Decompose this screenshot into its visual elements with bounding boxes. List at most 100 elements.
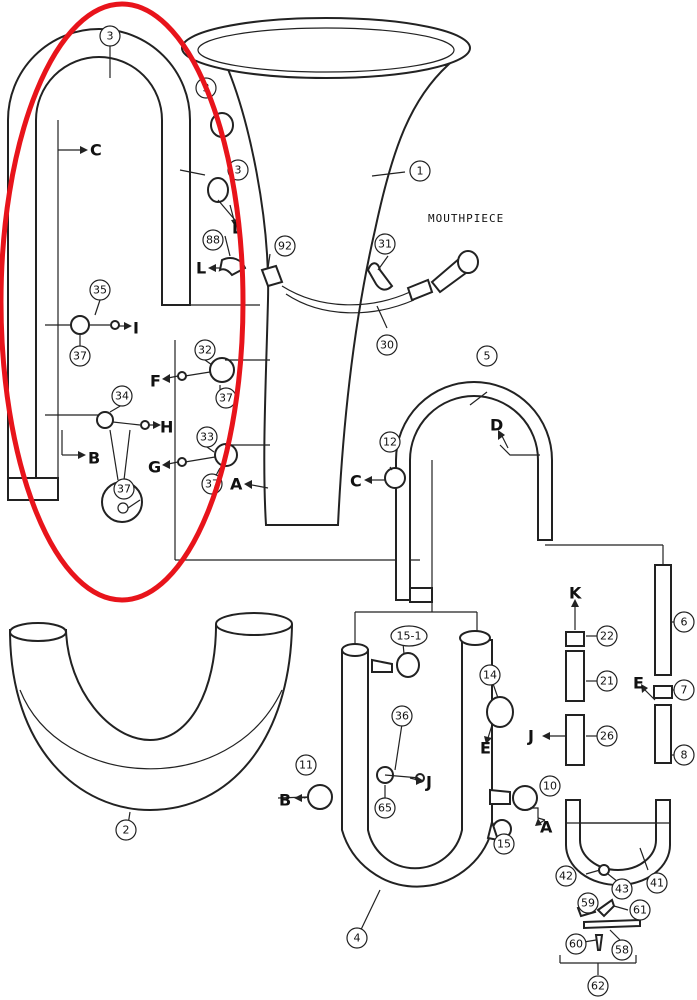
svg-text:41: 41 xyxy=(650,877,664,890)
letter-h: H xyxy=(160,418,173,437)
svg-text:8: 8 xyxy=(681,749,688,762)
letter-i: I xyxy=(133,319,139,338)
svg-text:11: 11 xyxy=(299,759,313,772)
callout-3a: 3 xyxy=(99,25,121,47)
callout-62: 62 xyxy=(587,975,609,997)
svg-text:5: 5 xyxy=(484,350,491,363)
callout-21: 21 xyxy=(596,670,618,692)
letter-d: D xyxy=(490,416,503,435)
svg-text:61: 61 xyxy=(633,904,647,917)
svg-text:32: 32 xyxy=(198,344,212,357)
callout-15-1: 15-1 xyxy=(390,625,428,647)
svg-text:7: 7 xyxy=(681,684,688,697)
callout-5: 5 xyxy=(476,345,498,367)
mouthpiece-label: MOUTHPIECE xyxy=(428,212,504,225)
callout-12: 12 xyxy=(379,431,401,453)
letter-j-mid: J xyxy=(425,773,432,792)
callout-61: 61 xyxy=(629,899,651,921)
svg-text:58: 58 xyxy=(615,944,629,957)
svg-text:10: 10 xyxy=(543,780,557,793)
callout-41: 41 xyxy=(646,872,668,894)
letter-k: K xyxy=(569,584,582,603)
letter-c-right: C xyxy=(350,472,362,491)
svg-text:60: 60 xyxy=(569,938,583,951)
callout-30: 30 xyxy=(376,334,398,356)
svg-text:3: 3 xyxy=(235,164,242,177)
callout-33: 33 xyxy=(196,426,218,448)
callout-37d: 37 xyxy=(113,478,135,500)
letter-l-lower: L xyxy=(196,259,206,278)
svg-text:37: 37 xyxy=(219,392,233,405)
callout-42: 42 xyxy=(555,865,577,887)
letter-c-left: C xyxy=(90,141,102,160)
svg-text:62: 62 xyxy=(591,980,605,993)
callout-88: 88 xyxy=(202,229,224,251)
svg-text:14: 14 xyxy=(483,669,497,682)
svg-text:92: 92 xyxy=(278,240,292,253)
svg-text:6: 6 xyxy=(681,616,688,629)
callout-65: 65 xyxy=(374,797,396,819)
callout-1: 1 xyxy=(409,160,431,182)
svg-text:26: 26 xyxy=(600,730,614,743)
callout-59: 59 xyxy=(577,892,599,914)
mouthpipe-assembly xyxy=(260,250,479,314)
bottom-bow-part xyxy=(8,612,294,812)
svg-text:31: 31 xyxy=(378,238,392,251)
callout-35: 35 xyxy=(89,279,111,301)
callout-10: 10 xyxy=(539,775,561,797)
svg-text:4: 4 xyxy=(354,932,361,945)
callout-26: 26 xyxy=(596,725,618,747)
svg-text:36: 36 xyxy=(395,710,409,723)
svg-text:88: 88 xyxy=(206,234,220,247)
svg-text:3: 3 xyxy=(107,30,114,43)
svg-text:34: 34 xyxy=(115,390,129,403)
callout-2: 2 xyxy=(115,819,137,841)
svg-text:30: 30 xyxy=(380,339,394,352)
callout-37a: 37 xyxy=(69,345,91,367)
letter-j-right: J xyxy=(527,727,534,746)
svg-text:2: 2 xyxy=(123,824,130,837)
callout-36: 36 xyxy=(391,705,413,727)
letter-g: G xyxy=(148,458,161,477)
callout-14: 14 xyxy=(479,664,501,686)
bell-part xyxy=(181,17,471,526)
callout-6: 6 xyxy=(673,611,695,633)
valve-tube-assembly xyxy=(341,381,664,888)
letter-b-right: B xyxy=(279,791,291,810)
svg-text:42: 42 xyxy=(559,870,573,883)
letter-b-left: B xyxy=(88,449,100,468)
svg-text:43: 43 xyxy=(615,883,629,896)
svg-text:65: 65 xyxy=(378,802,392,815)
callout-32: 32 xyxy=(194,339,216,361)
letter-f: F xyxy=(150,372,161,391)
highlight-ellipse xyxy=(0,1,246,603)
callout-43: 43 xyxy=(611,878,633,900)
callout-31: 31 xyxy=(374,233,396,255)
callout-15: 15 xyxy=(493,833,515,855)
callout-4: 4 xyxy=(346,927,368,949)
callout-60: 60 xyxy=(565,933,587,955)
svg-text:37: 37 xyxy=(117,483,131,496)
right-tube-stack xyxy=(559,564,673,975)
svg-text:21: 21 xyxy=(600,675,614,688)
callout-22: 22 xyxy=(596,625,618,647)
letter-e-mid: E xyxy=(480,739,491,758)
callout-7: 7 xyxy=(673,679,695,701)
svg-text:59: 59 xyxy=(581,897,595,910)
callout-92: 92 xyxy=(274,235,296,257)
letter-a-right: A xyxy=(540,818,553,837)
svg-text:35: 35 xyxy=(93,284,107,297)
svg-text:22: 22 xyxy=(600,630,614,643)
callout-37b: 37 xyxy=(215,387,237,409)
callout-34: 34 xyxy=(111,385,133,407)
letter-a-left: A xyxy=(230,475,243,494)
svg-text:33: 33 xyxy=(200,431,214,444)
svg-text:15-1: 15-1 xyxy=(397,630,422,643)
callout-11: 11 xyxy=(295,754,317,776)
svg-text:12: 12 xyxy=(383,436,397,449)
callout-58: 58 xyxy=(611,939,633,961)
svg-text:1: 1 xyxy=(417,165,424,178)
svg-text:15: 15 xyxy=(497,838,511,851)
letter-e-right: E xyxy=(633,674,644,693)
